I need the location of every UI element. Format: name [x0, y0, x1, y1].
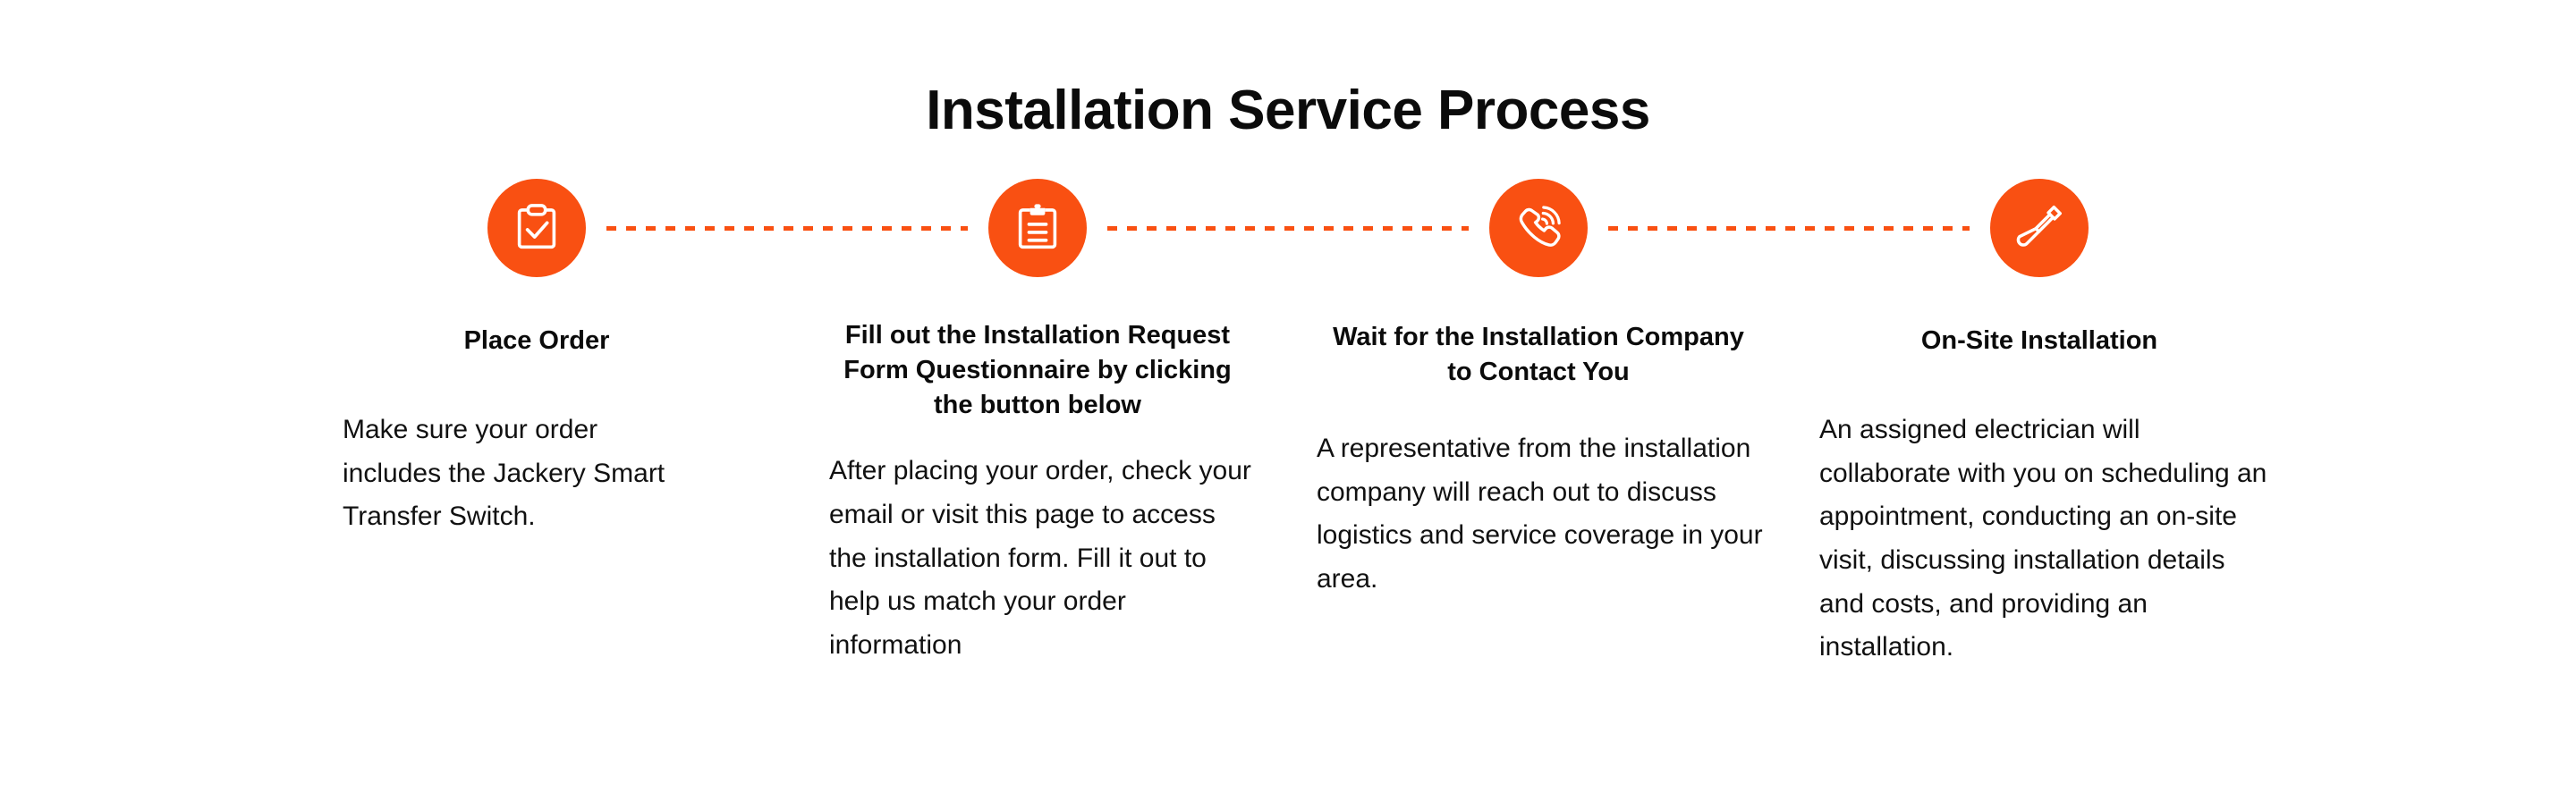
- step-2-to-3-connector: [1107, 226, 1469, 231]
- step-1-heading: Place Order: [463, 326, 610, 355]
- step-1-body: Make sure your order includes the Jacker…: [343, 415, 665, 532]
- step-3-icon-badge: [1489, 179, 1588, 277]
- step-2-body: After placing your order, check your ema…: [829, 456, 1251, 660]
- step-4-body: An assigned electrician will collaborate…: [1819, 415, 2267, 662]
- clipboard-form-icon: [1010, 200, 1065, 256]
- process-step-1: Place Order Make sure your order include…: [286, 179, 968, 539]
- screwdriver-icon: [2012, 200, 2067, 256]
- step-1-icon-badge: [487, 179, 586, 277]
- step-2-heading: Fill out the Installation Request Form Q…: [843, 321, 1232, 420]
- clipboard-check-icon: [509, 200, 564, 256]
- process-step-3: Wait for the Installation Company to Con…: [1288, 179, 1970, 602]
- process-step-2: Fill out the Installation Request Form Q…: [787, 179, 1469, 667]
- step-3-heading: Wait for the Installation Company to Con…: [1333, 323, 1744, 387]
- process-steps-row: Place Order Make sure your order include…: [286, 179, 2290, 670]
- step-2-icon-badge: [988, 179, 1087, 277]
- process-step-4: On-Site Installation An assigned electri…: [1789, 179, 2290, 670]
- step-3-body: A representative from the installation c…: [1317, 434, 1763, 594]
- phone-ringing-icon: [1511, 200, 1566, 256]
- step-1-to-2-connector: [606, 226, 968, 231]
- step-4-heading: On-Site Installation: [1920, 326, 2158, 355]
- step-3-to-4-connector: [1608, 226, 1970, 231]
- step-4-icon-badge: [1990, 179, 2089, 277]
- page-title: Installation Service Process: [926, 79, 1650, 141]
